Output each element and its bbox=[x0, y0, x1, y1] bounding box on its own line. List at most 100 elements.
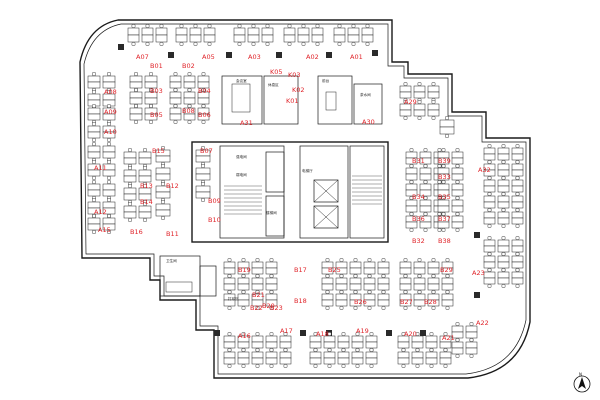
workstation bbox=[123, 202, 137, 213]
workstation bbox=[323, 357, 336, 368]
workstation bbox=[337, 332, 350, 343]
workstation bbox=[169, 72, 182, 83]
workstation bbox=[483, 236, 496, 247]
workstation bbox=[351, 357, 364, 368]
zone-label-b27: B27 bbox=[400, 298, 413, 306]
workstation bbox=[197, 104, 210, 115]
workstation bbox=[87, 131, 101, 142]
workstation bbox=[138, 184, 152, 195]
workstation bbox=[265, 299, 278, 310]
workstation bbox=[102, 151, 116, 162]
workstation bbox=[377, 258, 390, 269]
workstation bbox=[155, 164, 171, 175]
workstation bbox=[377, 299, 390, 310]
workstation bbox=[419, 180, 432, 191]
workstation bbox=[169, 113, 182, 124]
workstation bbox=[155, 34, 168, 46]
workstation bbox=[141, 24, 154, 36]
workstation bbox=[411, 357, 424, 368]
workstation bbox=[237, 274, 250, 285]
workstation bbox=[183, 104, 196, 115]
workstation bbox=[87, 122, 101, 133]
workstation bbox=[87, 151, 101, 162]
workstation bbox=[155, 182, 171, 193]
workstation bbox=[297, 24, 310, 36]
workstation bbox=[129, 113, 143, 124]
workstation bbox=[483, 192, 496, 203]
zone-label-b13: B13 bbox=[140, 182, 153, 190]
workstation bbox=[451, 322, 464, 333]
zone-label-b38: B38 bbox=[438, 237, 451, 245]
workstation bbox=[427, 258, 440, 269]
workstation bbox=[511, 208, 524, 219]
workstation bbox=[265, 348, 278, 359]
structural-columns bbox=[118, 44, 480, 336]
workstation bbox=[427, 290, 440, 301]
workstation bbox=[155, 191, 171, 202]
room-label-print: 打印区 bbox=[228, 296, 239, 301]
workstation bbox=[237, 348, 250, 359]
workstation bbox=[123, 175, 137, 186]
compass-north-label: N bbox=[579, 372, 582, 377]
zone-label-b28: B28 bbox=[424, 298, 437, 306]
zone-label-a30: A30 bbox=[362, 118, 375, 126]
workstation bbox=[497, 252, 510, 263]
zone-label-a03: A03 bbox=[248, 53, 261, 61]
workstation bbox=[127, 24, 140, 36]
workstation bbox=[441, 274, 454, 285]
workstation bbox=[223, 332, 236, 343]
zone-label-a23: A23 bbox=[472, 269, 485, 277]
workstation bbox=[251, 258, 264, 269]
workstation bbox=[223, 299, 236, 310]
workstation bbox=[123, 157, 137, 168]
zone-label-a29: A29 bbox=[404, 98, 417, 106]
zone-label-b18: B18 bbox=[294, 297, 307, 305]
workstation bbox=[138, 211, 152, 222]
workstation bbox=[361, 34, 374, 46]
workstation bbox=[399, 299, 412, 310]
workstation bbox=[155, 155, 171, 166]
workstation bbox=[144, 72, 158, 83]
workstation bbox=[265, 332, 278, 343]
workstation bbox=[129, 88, 143, 99]
workstation bbox=[203, 34, 216, 46]
workstation bbox=[483, 277, 496, 288]
workstation bbox=[365, 357, 378, 368]
workstation bbox=[203, 24, 216, 36]
room-label-reception: 前台 bbox=[322, 78, 330, 83]
zone-label-b36: B36 bbox=[412, 215, 425, 223]
stair-hatch bbox=[224, 175, 382, 215]
workstation bbox=[279, 357, 292, 368]
zone-label-a15: A15 bbox=[98, 226, 111, 234]
workstation bbox=[265, 357, 278, 368]
workstation bbox=[251, 290, 264, 301]
workstation bbox=[247, 34, 260, 46]
workstation bbox=[223, 274, 236, 285]
central-core bbox=[191, 141, 389, 243]
workstation bbox=[497, 277, 510, 288]
workstation bbox=[413, 299, 426, 310]
zone-label-b34: B34 bbox=[412, 193, 425, 201]
workstation bbox=[363, 274, 376, 285]
workstation bbox=[87, 189, 101, 200]
workstation bbox=[483, 268, 496, 279]
workstation bbox=[311, 24, 324, 36]
workstation bbox=[175, 34, 188, 46]
workstation bbox=[144, 113, 158, 124]
zone-label-k03: K03 bbox=[288, 71, 301, 79]
workstation bbox=[427, 91, 440, 102]
workstation bbox=[347, 24, 360, 36]
workstation bbox=[195, 173, 211, 184]
zone-label-b08: B08 bbox=[182, 107, 195, 115]
workstation bbox=[335, 299, 348, 310]
elevator-shafts bbox=[265, 151, 339, 237]
zone-label-a32: A32 bbox=[478, 166, 491, 174]
workstation bbox=[127, 34, 140, 46]
zone-label-b33: B33 bbox=[438, 173, 451, 181]
workstation bbox=[237, 290, 250, 301]
zone-label-b29: B29 bbox=[440, 266, 453, 274]
workstation bbox=[183, 88, 196, 99]
workstation bbox=[397, 348, 410, 359]
workstation-desks bbox=[87, 24, 524, 368]
zone-label-a22: A22 bbox=[476, 319, 489, 327]
